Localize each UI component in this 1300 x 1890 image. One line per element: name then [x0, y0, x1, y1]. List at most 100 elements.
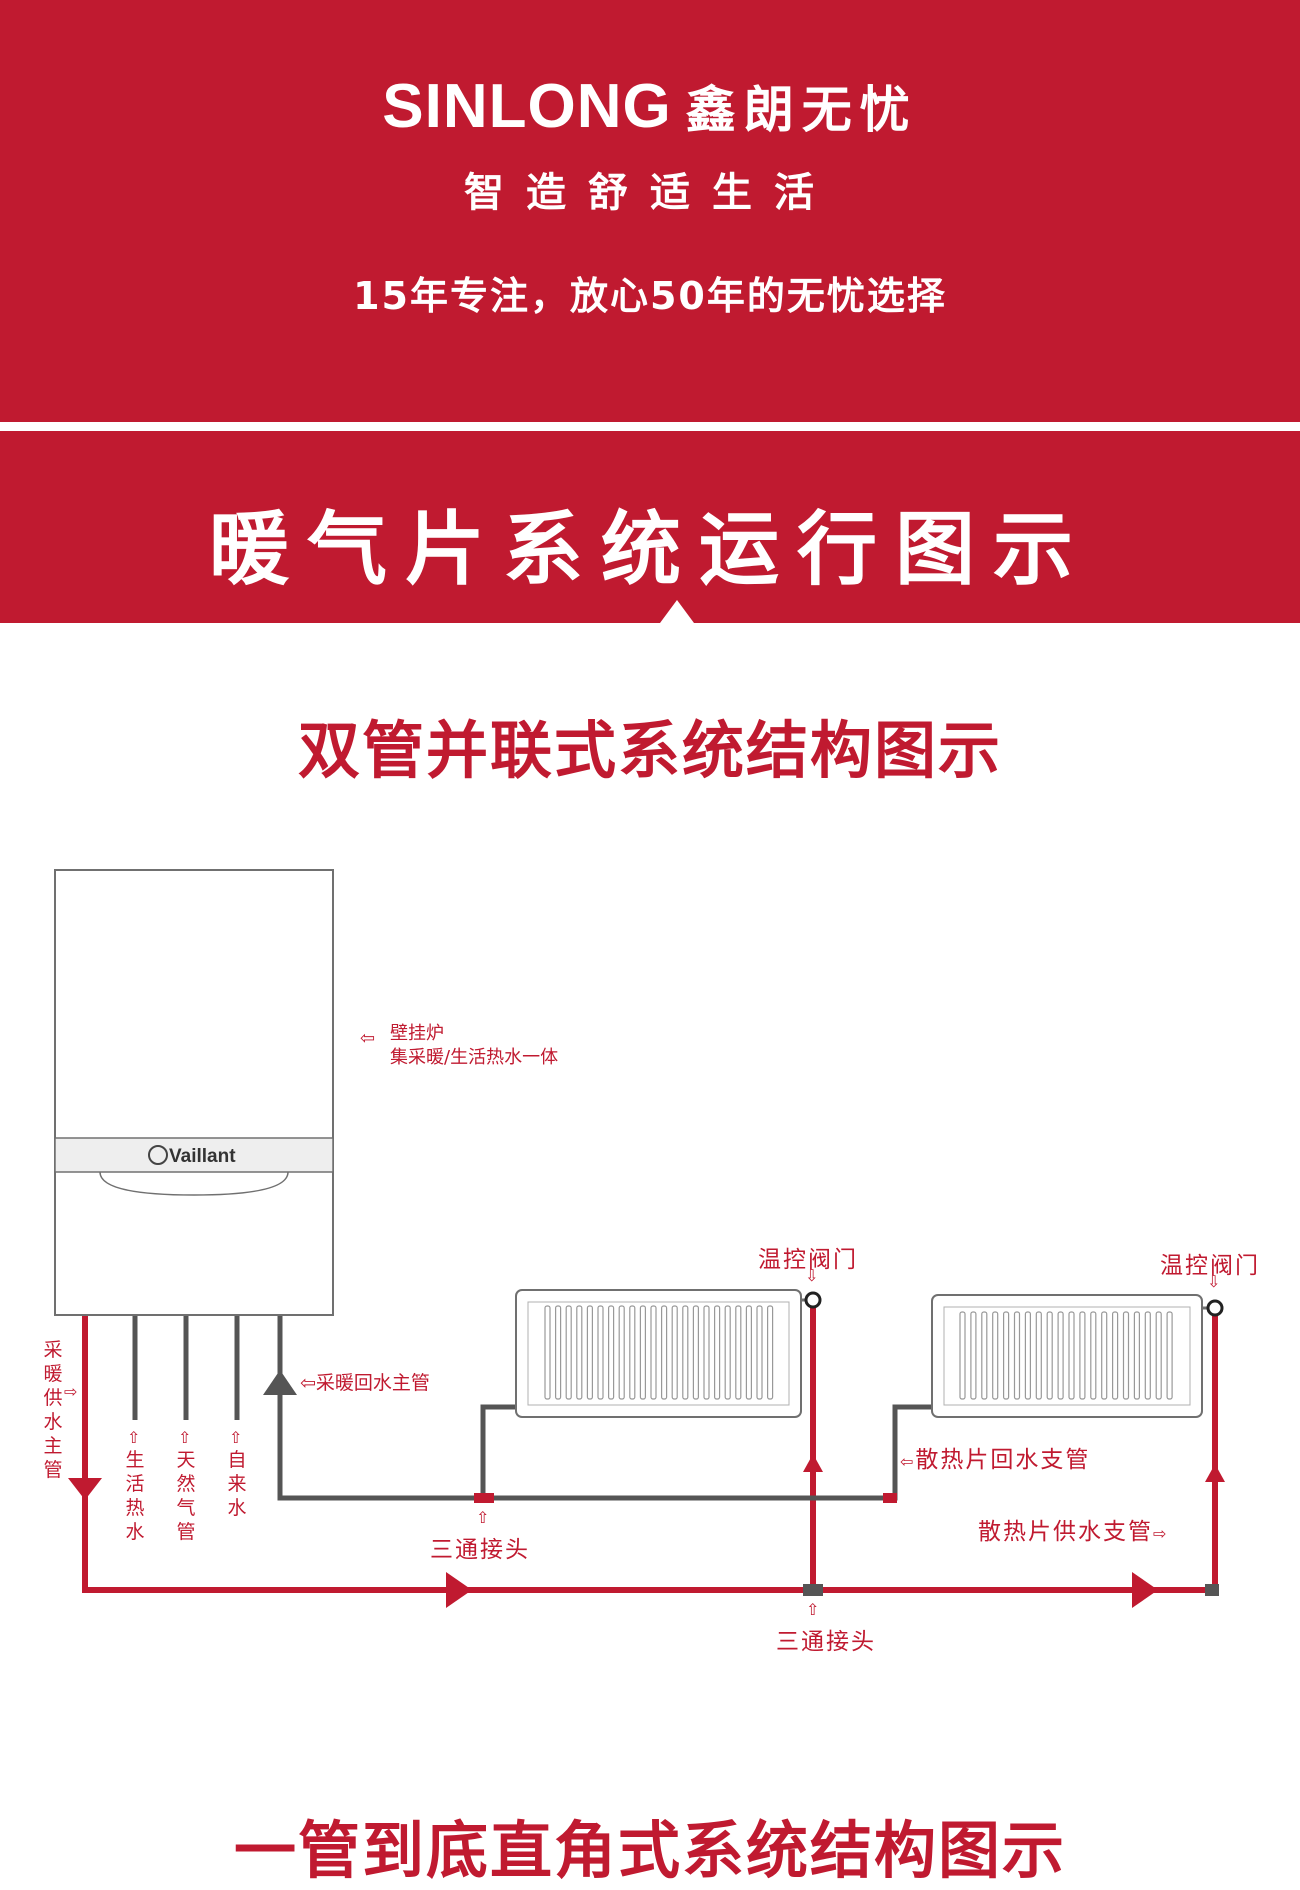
return-branch-1: [480, 1404, 515, 1498]
supply-down-arrow: [68, 1478, 102, 1500]
radiator-fin: [745, 1305, 753, 1400]
radiator-fin: [682, 1305, 689, 1400]
valve-label-1: 温控阀门: [758, 1247, 858, 1273]
boiler-label-line1: 壁挂炉: [390, 1023, 444, 1044]
brand-tagline: 智造舒适生活: [464, 170, 836, 216]
radiator-2-fins: [959, 1311, 1173, 1400]
boiler-label: ⇦ 壁挂炉 集采暖/生活热水一体: [360, 1022, 558, 1070]
supply-end-cap: [1205, 1584, 1219, 1596]
radiator-fin: [724, 1305, 731, 1400]
return-joint-2: [883, 1493, 897, 1503]
boiler-unit: [54, 869, 334, 1316]
vaillant-logo-icon: [148, 1145, 168, 1165]
radiator-fin: [618, 1305, 625, 1400]
brand-slogan: 15年专注，放心50年的无忧选择: [353, 274, 947, 318]
arrow-up-icon: ⇧: [476, 1508, 490, 1527]
radiator-fin: [1079, 1311, 1086, 1400]
radiator-fin: [1166, 1311, 1173, 1400]
radiator-fin: [970, 1311, 977, 1400]
radiator-1-inner: [527, 1301, 790, 1406]
arrow-right-icon: ⇨: [64, 1382, 78, 1401]
radiator-fin: [981, 1311, 988, 1400]
arrow-left-icon: ⇦: [360, 1028, 376, 1049]
radiator-fin: [1111, 1311, 1119, 1400]
radiator-fin: [1002, 1311, 1010, 1400]
supply-flow-arrow-2: [1132, 1572, 1158, 1608]
radiator-2-inner: [943, 1306, 1191, 1406]
diagram-title: 双管并联式系统结构图示: [297, 714, 1002, 787]
radiator-fin: [959, 1311, 966, 1400]
boiler-band: [54, 1137, 334, 1173]
tee-joint-1: [474, 1493, 494, 1503]
arrow-up-icon: ⇧: [127, 1428, 141, 1447]
radiator-fin: [992, 1311, 999, 1400]
supply-flow-arrow-1: [446, 1572, 472, 1608]
radiator-1-fins: [544, 1305, 774, 1400]
supply-branch-label: 散热片供水支管⇨: [978, 1519, 1169, 1545]
supply-main-pipe: [82, 1316, 1218, 1593]
radiator-fin: [607, 1305, 615, 1400]
arrow-left-icon: ⇦: [300, 1372, 316, 1394]
radiator-fin: [766, 1305, 774, 1400]
arrow-down-icon: ⇩: [805, 1266, 819, 1285]
brand-name-en: SINLONG: [382, 72, 672, 141]
radiator-fin: [576, 1305, 583, 1400]
radiator-fin: [597, 1305, 604, 1400]
arrow-right-icon: ⇨: [1153, 1524, 1169, 1543]
radiator-fin: [1024, 1311, 1032, 1400]
radiator-fin: [1013, 1311, 1021, 1400]
banner-notch: [660, 600, 694, 623]
radiator-fin: [629, 1305, 636, 1400]
arrow-down-icon: ⇩: [1207, 1272, 1221, 1291]
boiler-curve: [99, 1171, 289, 1196]
radiator-fin: [1101, 1311, 1108, 1400]
valve-1-icon: [804, 1291, 822, 1309]
section-title: 暖气片系统运行图示: [209, 503, 1091, 596]
radiator-fin: [1144, 1311, 1151, 1400]
radiator-fin: [703, 1305, 710, 1400]
radiator-fin: [1155, 1311, 1162, 1400]
boiler-label-line2: 集采暖/生活热水一体: [390, 1047, 559, 1068]
radiator-fin: [650, 1305, 657, 1400]
radiator-fin: [735, 1305, 742, 1400]
radiator-fin: [544, 1305, 551, 1400]
valve-2-icon: [1206, 1299, 1224, 1317]
system-diagram: Vaillant: [54, 869, 1225, 1608]
boiler-brand: Vaillant: [169, 1146, 236, 1167]
radiator-fin: [1090, 1311, 1097, 1400]
radiator-fin: [565, 1305, 572, 1400]
gas-label: 天然气管: [176, 1449, 196, 1543]
section-banner: [0, 431, 1300, 623]
radiator-fin: [713, 1305, 721, 1400]
arrow-up-icon: ⇧: [178, 1428, 192, 1447]
arrow-left-icon: ⇦: [900, 1452, 916, 1471]
radiator-fin: [660, 1305, 668, 1400]
valve-label-2: 温控阀门: [1160, 1253, 1260, 1279]
radiator-fin: [756, 1305, 763, 1400]
radiator-fin: [1122, 1311, 1130, 1400]
tee-label-2: 三通接头: [776, 1629, 876, 1655]
radiator-fin: [1035, 1311, 1042, 1400]
divider-line: [0, 422, 1300, 431]
radiator-fin: [554, 1305, 562, 1400]
brand-name-cn: 鑫朗无忧: [685, 81, 918, 139]
header-banner: [0, 0, 1300, 422]
hot-water-label: 生活热水: [125, 1449, 145, 1543]
return-main-label: ⇦采暖回水主管: [300, 1372, 430, 1394]
radiator-fin: [1068, 1311, 1075, 1400]
radiator-fin: [1133, 1311, 1141, 1400]
radiator-fin: [639, 1305, 647, 1400]
radiator-fin: [692, 1305, 700, 1400]
tee-label-1: 三通接头: [430, 1537, 530, 1563]
supply-main-label: 采暖供水主管: [43, 1339, 63, 1481]
radiator-fin: [1057, 1311, 1064, 1400]
return-up-arrow: [263, 1370, 297, 1395]
riser-up-arrow-1: [803, 1454, 823, 1472]
tap-water-label: 自来水: [227, 1449, 247, 1519]
radiator-fin: [586, 1305, 594, 1400]
arrow-up-icon: ⇧: [229, 1428, 243, 1447]
radiator-fin: [1046, 1311, 1053, 1400]
return-branch-label: ⇦散热片回水支管: [900, 1447, 1091, 1473]
radiator-fin: [671, 1305, 678, 1400]
